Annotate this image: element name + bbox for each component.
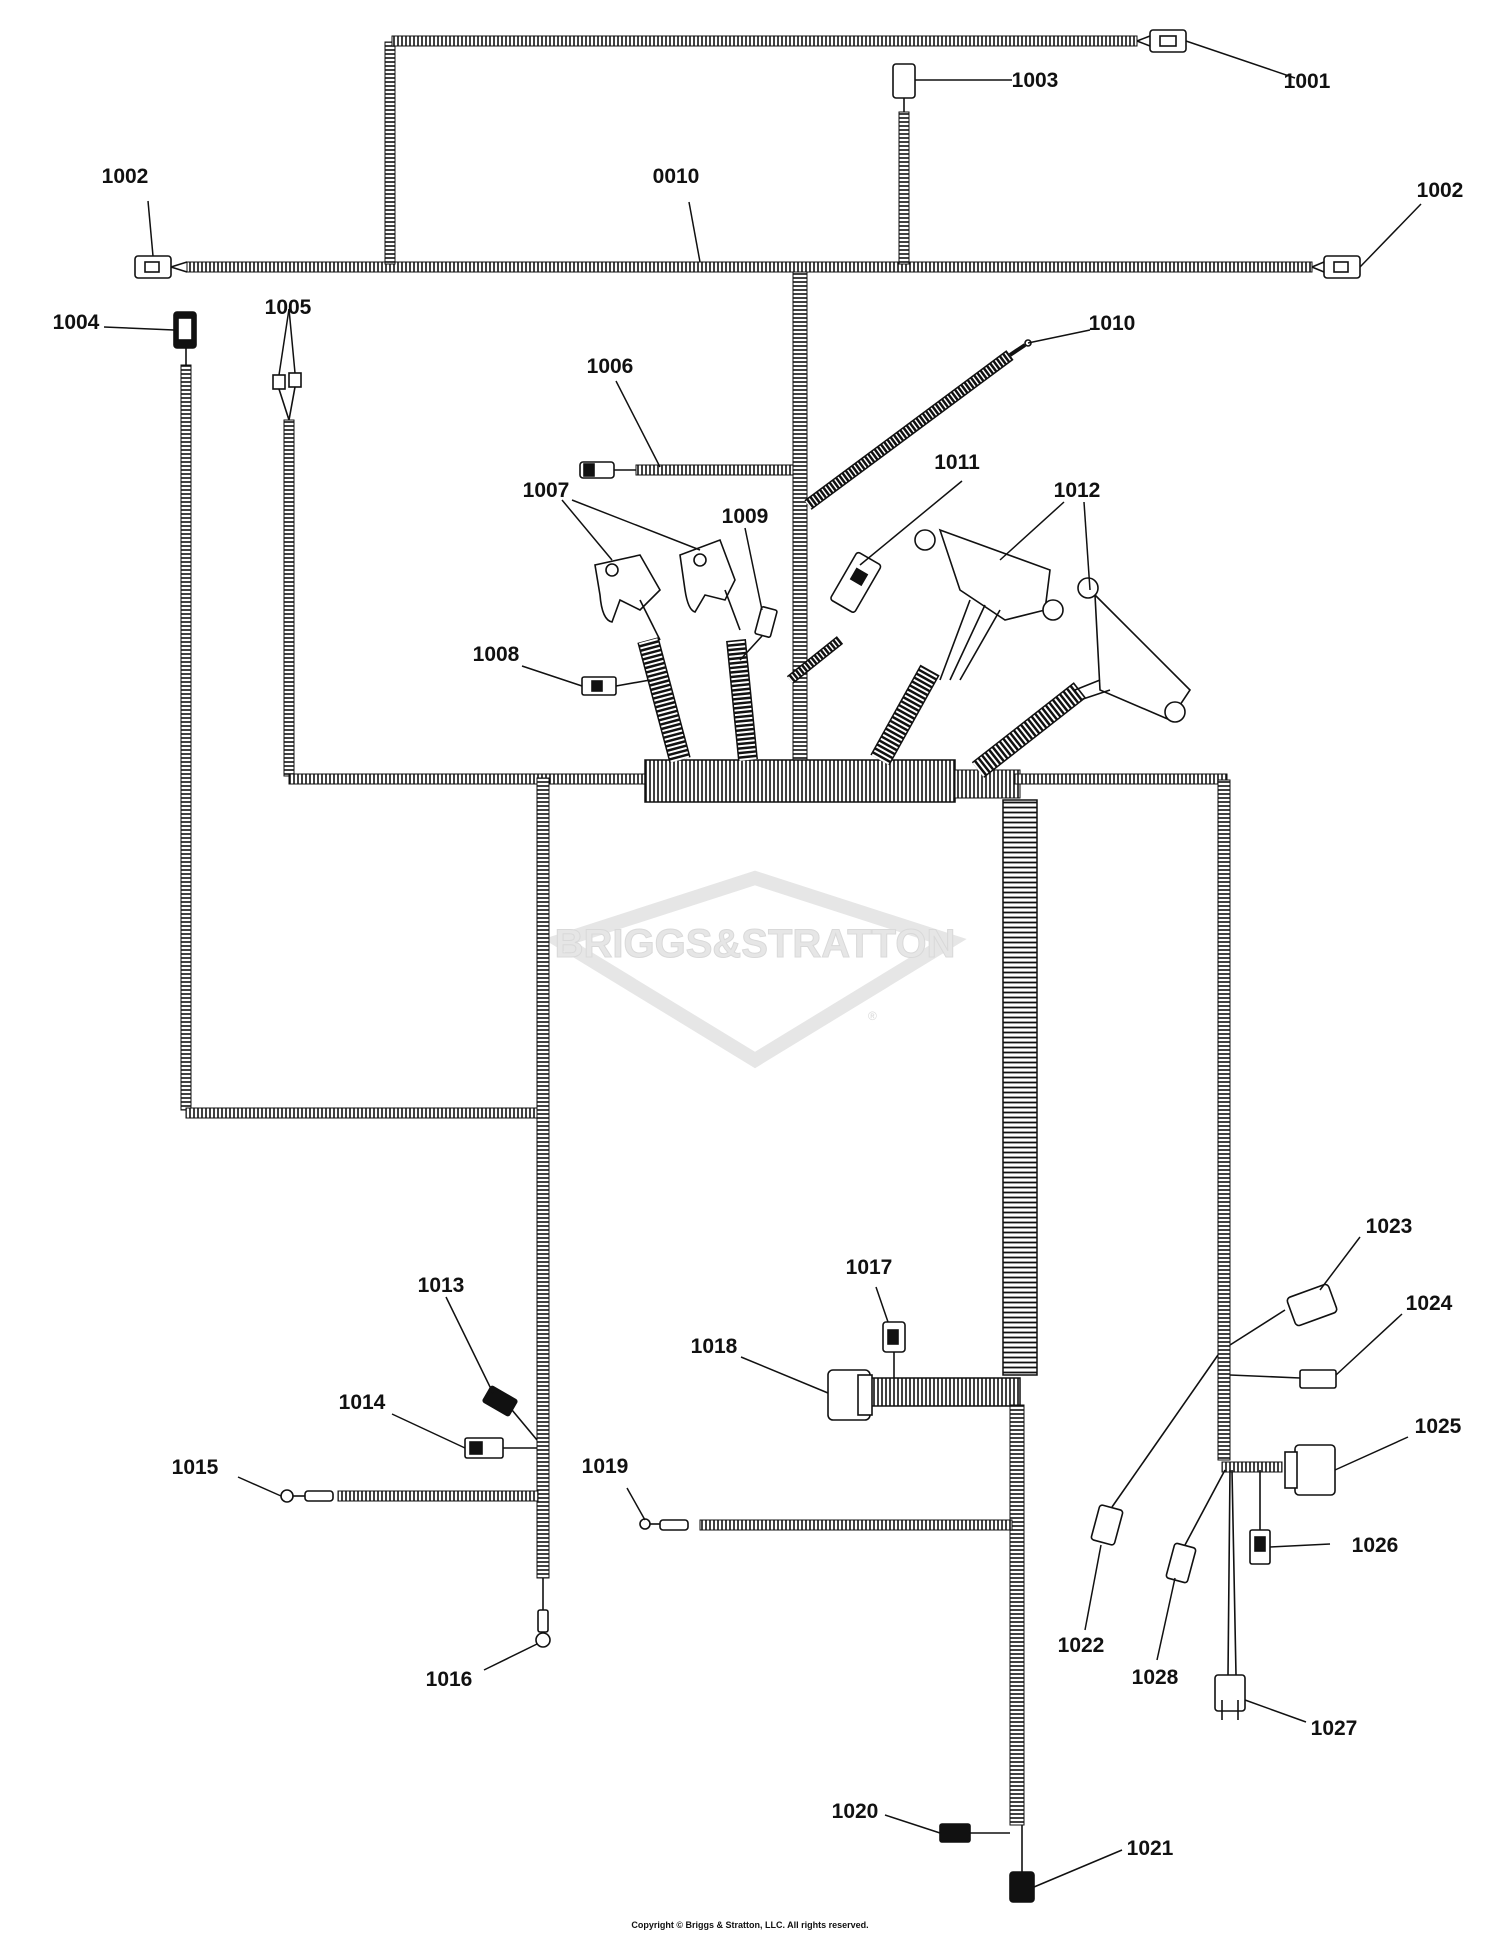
branch-1004-horizontal — [185, 1107, 539, 1119]
watermark-registered-mark: ® — [868, 1009, 877, 1023]
connector-1027 — [1214, 1469, 1246, 1720]
branch-1005-vertical — [283, 419, 295, 777]
connector-1011 — [830, 551, 882, 613]
callout-1026: 1026 — [1352, 1534, 1399, 1557]
harness-branches — [180, 35, 1313, 1826]
connector-1005 — [272, 372, 302, 421]
connector-1002-right — [1311, 255, 1361, 279]
watermark-text: BRIGGS&STRATTON — [555, 922, 956, 966]
callout-1024: 1024 — [1406, 1292, 1453, 1315]
watermark-diamond — [543, 870, 967, 1069]
branch-1025-run — [1221, 1461, 1283, 1473]
callout-1021: 1021 — [1127, 1837, 1174, 1860]
callout-1008: 1008 — [473, 643, 520, 666]
connector-1007-b — [679, 538, 741, 631]
callout-1010: 1010 — [1089, 312, 1136, 335]
callout-1014: 1014 — [339, 1391, 386, 1414]
branch-1021-vertical — [1009, 1404, 1025, 1826]
callout-1005: 1005 — [265, 296, 312, 319]
connector-1014 — [464, 1437, 537, 1459]
callout-1004: 1004 — [53, 311, 100, 334]
callout-1027: 1027 — [1311, 1717, 1358, 1740]
connector-1025 — [1284, 1444, 1336, 1496]
callout-1009: 1009 — [722, 505, 769, 528]
brand-watermark: BRIGGS&STRATTON ® — [543, 870, 967, 1069]
connector-1004 — [173, 311, 197, 365]
callout-1015: 1015 — [172, 1456, 219, 1479]
branch-right-horizontal — [1014, 773, 1228, 785]
connector-1012-b — [1074, 577, 1192, 723]
connector-1023 — [1229, 1283, 1338, 1346]
connector-1009 — [739, 606, 778, 661]
callout-1007: 1007 — [523, 479, 570, 502]
connector-1002-left — [134, 255, 188, 279]
callout-0010: 0010 — [653, 165, 700, 188]
callout-1006: 1006 — [587, 355, 634, 378]
connector-1021 — [1009, 1825, 1035, 1903]
callout-1022: 1022 — [1058, 1634, 1105, 1657]
branch-1019 — [699, 1519, 1013, 1531]
connector-1013 — [482, 1385, 538, 1441]
callout-1018: 1018 — [691, 1335, 738, 1358]
large-vertical-run — [1002, 799, 1038, 1376]
branch-right-vertical — [1217, 779, 1231, 1461]
connector-1012-a — [914, 528, 1064, 681]
connector-1022 — [1090, 1354, 1219, 1546]
callout-1002-right: 1002 — [1417, 179, 1464, 202]
main-bundle — [644, 759, 956, 803]
branch-1015 — [337, 1490, 539, 1502]
connector-1019 — [639, 1518, 689, 1531]
trunk-0010 — [186, 261, 1313, 273]
branch-1003 — [898, 111, 910, 265]
callout-1025: 1025 — [1415, 1415, 1462, 1438]
branch-1005-horizontal — [288, 773, 650, 785]
connectors — [134, 29, 1361, 1903]
connector-1010 — [1008, 339, 1032, 357]
callout-1013: 1013 — [418, 1274, 465, 1297]
callout-1003: 1003 — [1012, 69, 1059, 92]
callout-1016: 1016 — [426, 1668, 473, 1691]
connector-1020 — [939, 1823, 1010, 1843]
branch-1018 — [869, 1377, 1021, 1407]
callout-1028: 1028 — [1132, 1666, 1179, 1689]
connector-1024 — [1229, 1369, 1337, 1389]
trunk-down — [792, 271, 808, 761]
callout-labels: 0010 1001 1002 1002 1003 1004 1005 1006 … — [53, 69, 1464, 1860]
leader-lines — [103, 40, 1422, 1888]
connector-1001 — [1136, 29, 1187, 53]
connector-1026 — [1249, 1470, 1271, 1565]
callout-1002-left: 1002 — [102, 165, 149, 188]
branch-1001-horizontal — [391, 35, 1138, 47]
callout-1001: 1001 — [1284, 70, 1331, 93]
connector-1028 — [1165, 1469, 1226, 1584]
connector-1003 — [892, 63, 916, 112]
connector-1015 — [280, 1489, 334, 1503]
connector-1016 — [535, 1578, 551, 1648]
connector-1007-a — [594, 554, 661, 641]
callout-1012: 1012 — [1054, 479, 1101, 502]
callout-1020: 1020 — [832, 1800, 879, 1823]
branch-1010 — [804, 350, 1014, 510]
connector-1008 — [581, 676, 651, 696]
callout-1019: 1019 — [582, 1455, 629, 1478]
copyright-notice: Copyright © Briggs & Stratton, LLC. All … — [631, 1920, 869, 1930]
left-vertical-run — [536, 777, 550, 1579]
branch-1004-vertical — [180, 364, 192, 1111]
connector-1018 — [827, 1369, 873, 1421]
connector-1017 — [882, 1321, 906, 1378]
callout-1023: 1023 — [1366, 1215, 1413, 1238]
callout-1017: 1017 — [846, 1256, 893, 1279]
connector-1006 — [579, 461, 636, 479]
branch-1001-vertical — [384, 41, 396, 265]
callout-1011: 1011 — [934, 451, 980, 474]
